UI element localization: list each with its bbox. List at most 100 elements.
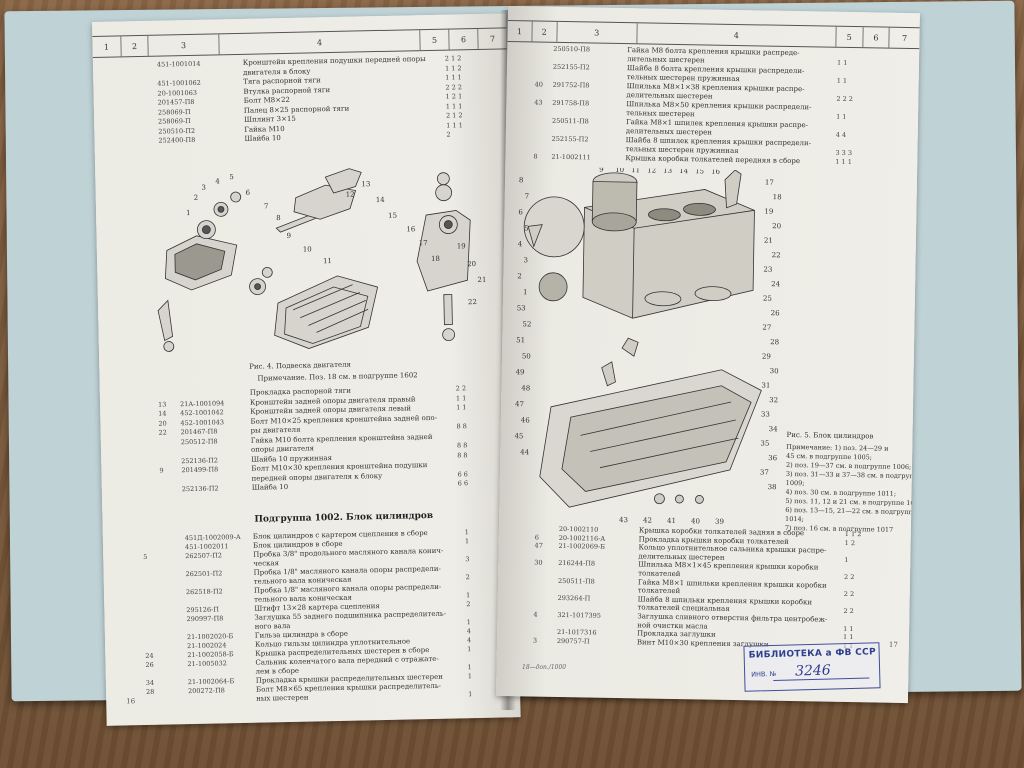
row-quantity: 2 [465, 573, 470, 582]
callout-label: 46 [521, 416, 531, 424]
callout-label: 32 [769, 396, 778, 404]
row-part-code: 451-1001014 [156, 59, 201, 69]
callout-label: 17 [419, 239, 428, 247]
row-quantity: 6 6 [457, 479, 469, 488]
row-part-code: 21-1002069-Б [558, 542, 606, 551]
header-col-2: 2 [532, 21, 558, 42]
row-part-name: Шплинт 3×15 [243, 114, 296, 124]
callout-label: 24 [771, 280, 781, 288]
callout-label: 44 [520, 448, 530, 456]
header-col-5: 5 [420, 29, 450, 51]
row-item-number: 5 [143, 552, 148, 562]
callout-label: 18 [431, 255, 440, 263]
callout-label: 45 [514, 432, 523, 440]
row-item-number: 9 [159, 466, 164, 475]
row-part-name: Кронштейн крепления подушки передней опо… [242, 55, 426, 67]
row-quantity: 1 [467, 645, 472, 654]
callout-label: 15 [695, 167, 704, 175]
row-part-name: ных шестерен [256, 693, 309, 703]
figure-4-caption: Рис. 4. Подвеска двигателя [249, 360, 352, 371]
row-part-code: 291752-П8 [552, 80, 590, 90]
callout-label: 17 [765, 179, 774, 187]
callout-label: 16 [711, 168, 721, 176]
callout-label: 26 [771, 309, 781, 317]
figure-5-caption: Рис. 5. Блок цилиндров [786, 430, 874, 441]
callout-label: 18 [773, 193, 782, 201]
row-item-number: 28 [145, 687, 155, 697]
callout-label: 11 [323, 257, 332, 265]
callout-label: 13 [361, 180, 370, 188]
callout-label: 48 [521, 384, 530, 392]
callout-label: 37 [760, 468, 769, 476]
row-quantity: 8 8 [457, 450, 468, 459]
row-part-code: 200272-П8 [187, 686, 225, 696]
callout-label: 14 [376, 196, 386, 204]
row-quantity: 1 1 1 [446, 120, 463, 130]
row-part-code: 290997-П8 [186, 614, 224, 624]
row-item-number: 26 [145, 660, 154, 670]
row-part-code: 262507-П2 [185, 551, 223, 561]
row-part-code: 252136-П2 [181, 484, 219, 494]
row-item-number: 20 [158, 419, 167, 428]
right-page-number: 17 [888, 640, 898, 649]
row-part-code: 290757-П [556, 636, 590, 646]
row-part-name: Шайба 10 [251, 482, 289, 492]
row-item-number: 4 [533, 610, 538, 619]
callout-label: 9 [599, 166, 604, 174]
callout-label: 12 [647, 166, 656, 174]
row-quantity: 8 8 [456, 422, 467, 431]
row-quantity: 1 1 1 [445, 101, 463, 111]
header-col-3: 3 [148, 34, 220, 56]
row-part-name: передней опоры двигателя к блоку [251, 471, 383, 483]
row-quantity: 2 1 2 [445, 111, 463, 120]
callout-label: 8 [276, 214, 281, 222]
callout-label: 1 [186, 209, 191, 217]
callout-label: 2 [194, 194, 199, 202]
row-item-number: 13 [157, 400, 167, 409]
callout-label: 4 [215, 177, 220, 185]
row-quantity: 4 4 [835, 130, 847, 139]
callout-label: 8 [519, 176, 524, 184]
callout-label: 21 [477, 276, 486, 284]
row-quantity: 1 1 [456, 403, 467, 412]
row-quantity: 2 2 [843, 607, 854, 616]
callout-label: 42 [643, 516, 652, 524]
header-col-7: 7 [902, 33, 908, 43]
row-item-number: 47 [534, 541, 543, 550]
row-quantity: 2 [466, 600, 471, 609]
row-part-code: 250511-П8 [557, 576, 595, 586]
callout-label: 34 [769, 425, 779, 433]
callout-label: 12 [346, 191, 355, 199]
figure-5-note-line: 3) поз. 31—33 и 37—38 см. в подгруппе [785, 469, 920, 481]
callout-label: 21 [764, 237, 773, 245]
callout-label: 5 [229, 173, 234, 181]
callout-label: 9 [286, 232, 291, 240]
row-item-number: 43 [534, 98, 543, 107]
callout-label: 19 [764, 208, 773, 216]
row-part-code: 262518-П2 [185, 587, 223, 597]
callout-label: 53 [517, 304, 526, 312]
header-col-6: 6 [449, 28, 479, 50]
row-part-code: 252155-П2 [552, 62, 590, 72]
row-part-code: 21-1005032 [187, 659, 227, 669]
callout-label: 43 [619, 516, 628, 524]
row-quantity: 8 8 [456, 441, 468, 450]
row-part-code: 250511-П8 [551, 116, 589, 126]
callout-label: 6 [518, 208, 523, 216]
row-part-code: 252400-П8 [158, 135, 196, 145]
library-stamp: БИБЛИОТЕКА а ФВ ССР ИНВ. № 3246 [743, 642, 881, 692]
row-part-name: Шайба 10 [244, 134, 281, 143]
callout-label: 1 [523, 288, 528, 296]
row-part-code: 291758-П8 [552, 98, 590, 108]
subgroup-heading: Подгруппа 1002. Блок цилиндров [254, 510, 434, 525]
row-quantity: 1 2 [844, 538, 856, 547]
callout-label: 20 [467, 260, 476, 268]
callout-label: 6 [246, 189, 251, 197]
callout-label: 51 [516, 336, 525, 344]
header-col-5: 5 [836, 26, 864, 48]
left-page-number: 16 [126, 697, 136, 706]
row-quantity: 1 1 [836, 76, 848, 85]
row-item-number: 8 [533, 152, 538, 161]
